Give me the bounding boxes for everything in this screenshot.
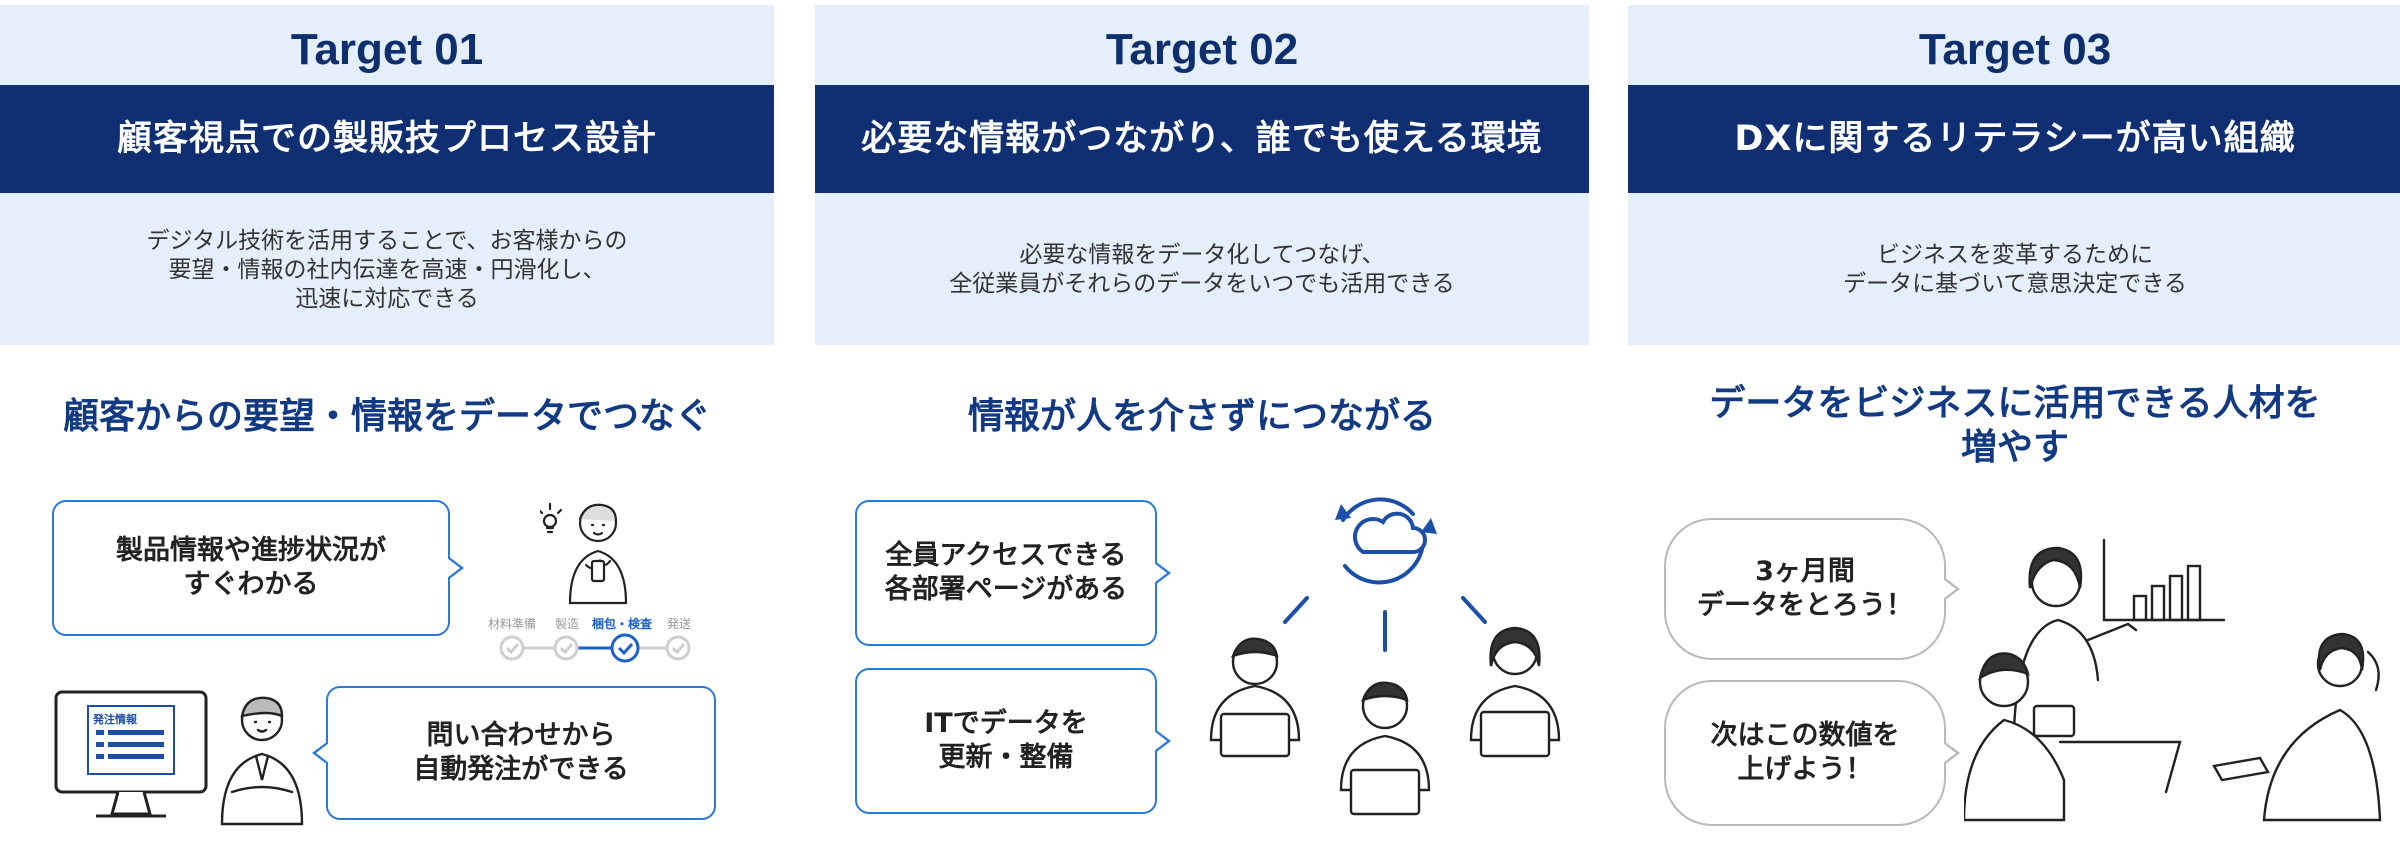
speech-bubble-auto-order: 問い合わせから 自動発注ができる [312, 686, 716, 820]
speech-bubble-product-info: 製品情報や進捗状況が すぐわかる [52, 500, 464, 636]
speech-bubble-raise-numbers: 次はこの数値を 上げよう！ [1664, 680, 1960, 826]
target-description: デジタル技術を活用することで、お客様からの 要望・情報の社内伝達を高速・円滑化し… [146, 227, 628, 312]
speech-bubble-department-pages: 全員アクセスできる 各部署ページがある [855, 500, 1171, 646]
meeting-chart-illustration [1964, 530, 2396, 830]
target-title: 必要な情報がつながり、誰でも使える環境 [815, 85, 1589, 193]
target-01-column: Target 01 顧客視点での製販技プロセス設計 デジタル技術を活用することで… [0, 0, 774, 846]
step-label-active: 梱包・検査 [592, 617, 653, 631]
target-description: 必要な情報をデータ化してつなげ、 全従業員がそれらのデータをいつでも活用できる [949, 242, 1455, 297]
speech-bubble-it-data: ITでデータを 更新・整備 [855, 668, 1171, 814]
target-header-box: Target 01 顧客視点での製販技プロセス設計 デジタル技術を活用することで… [0, 5, 774, 345]
target-subhead: 顧客からの要望・情報をデータでつなぐ [62, 396, 711, 437]
businessman-illustration [212, 688, 312, 828]
target-header-box: Target 03 DXに関するリテラシーが高い組織 ビジネスを変革するために … [1628, 5, 2400, 345]
target-02-column: Target 02 必要な情報がつながり、誰でも使える環境 必要な情報をデータ化… [815, 0, 1589, 846]
screen-title: 発注情報 [93, 713, 137, 726]
step-label: 材料準備 [488, 617, 537, 631]
target-title: DXに関するリテラシーが高い組織 [1628, 85, 2400, 193]
target-title: 顧客視点での製販技プロセス設計 [0, 85, 774, 193]
step-label: 製造 [555, 617, 580, 631]
progress-steps-indicator [498, 630, 698, 666]
target-subhead: データをビジネスに活用できる人材を 増やす [1709, 383, 2321, 468]
target-subhead: 情報が人を介さずにつながる [967, 396, 1436, 437]
target-label: Target 01 [290, 25, 484, 74]
target-03-column: Target 03 DXに関するリテラシーが高い組織 ビジネスを変革するために … [1628, 0, 2400, 846]
target-description: ビジネスを変革するために データに基づいて意思決定できる [1843, 242, 2187, 297]
monitor-order-info-illustration [52, 688, 212, 828]
target-header-box: Target 02 必要な情報がつながり、誰でも使える環境 必要な情報をデータ化… [815, 5, 1589, 345]
target-label: Target 03 [1918, 25, 2112, 74]
step-label: 発送 [667, 617, 692, 631]
speech-bubble-collect-data: 3ヶ月間 データをとろう！ [1664, 518, 1960, 660]
person-thinking-illustration [540, 495, 650, 607]
cloud-sync-people-illustration [1185, 490, 1585, 830]
target-label: Target 02 [1105, 25, 1299, 74]
